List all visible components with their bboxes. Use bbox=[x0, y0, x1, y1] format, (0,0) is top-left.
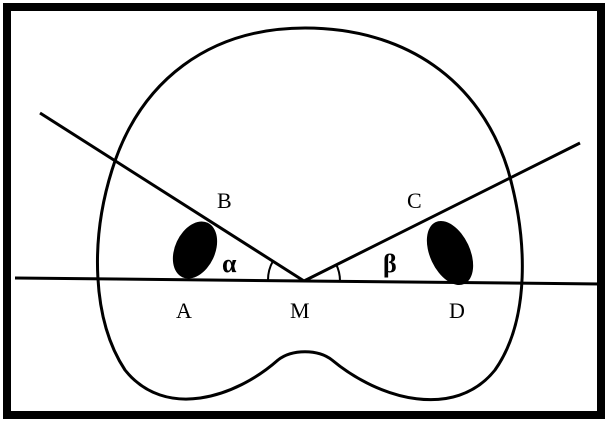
label-point-d: D bbox=[449, 298, 465, 323]
label-angle-beta: β bbox=[383, 249, 397, 278]
frame-border bbox=[7, 7, 601, 415]
outline-shape bbox=[97, 28, 522, 400]
label-point-m: M bbox=[290, 298, 310, 323]
label-angle-alpha: α bbox=[222, 249, 237, 278]
label-point-c: C bbox=[407, 188, 422, 213]
angle-arc-beta bbox=[336, 264, 340, 281]
ray-mb bbox=[40, 113, 304, 281]
label-point-a: A bbox=[176, 298, 192, 323]
right-ellipse bbox=[418, 214, 483, 293]
angle-arc-alpha bbox=[268, 261, 273, 280]
label-point-b: B bbox=[217, 188, 232, 213]
